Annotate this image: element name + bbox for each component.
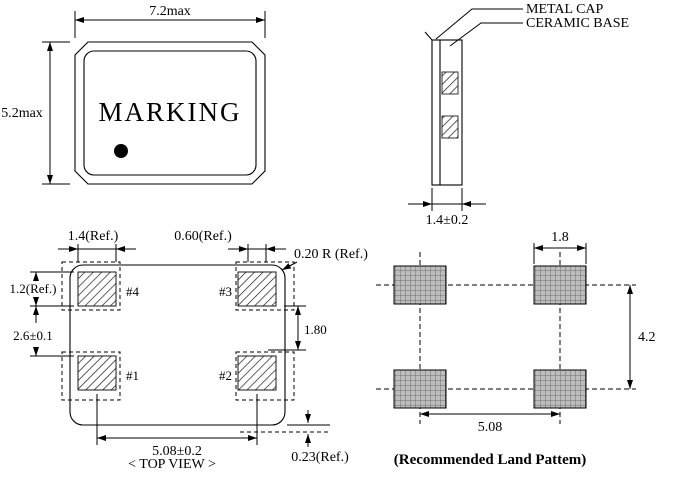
dim-edge-offset: 0.23(Ref.) bbox=[240, 410, 349, 465]
edge-strip-label: 0.60(Ref.) bbox=[174, 229, 232, 244]
land-pad-tl bbox=[393, 265, 447, 305]
pin1-dot bbox=[114, 144, 128, 158]
pad3-dashed bbox=[235, 261, 295, 311]
land-pad-bl bbox=[393, 369, 447, 409]
package-height-label: 5.2max bbox=[1, 106, 43, 121]
topview-outline bbox=[69, 264, 286, 426]
dim-inner-gap: 1.80 bbox=[268, 305, 327, 351]
dim-edge-strip: 0.60(Ref.) bbox=[174, 229, 286, 262]
pad3-label: #3 bbox=[219, 284, 232, 299]
land-row-pitch-label: 4.2 bbox=[638, 330, 656, 345]
marking-text: MARKING bbox=[98, 97, 241, 127]
dim-package-width: 7.2max bbox=[74, 4, 266, 38]
front-view: MARKING 7.2max 5.2max bbox=[1, 4, 266, 185]
side-pad-lower bbox=[441, 115, 459, 139]
land-pattern-caption: (Recommended Land Pattem) bbox=[394, 452, 586, 468]
pad2-hatch bbox=[237, 355, 277, 391]
dim-pad-gap: 2.6±0.1 bbox=[13, 306, 74, 357]
pad2-label: #2 bbox=[219, 368, 232, 383]
land-pad-width-label: 1.8 bbox=[551, 230, 569, 245]
pad4-label: #4 bbox=[126, 284, 140, 299]
thickness-label: 1.4±0.2 bbox=[426, 213, 469, 228]
dim-thickness: 1.4±0.2 bbox=[408, 188, 486, 228]
pad-gap-label: 2.6±0.1 bbox=[13, 328, 53, 343]
pad1-hatch bbox=[77, 355, 117, 391]
dim-land-row-pitch: 4.2 bbox=[627, 285, 656, 389]
metal-cap-leader bbox=[435, 8, 523, 40]
land-pad-tr bbox=[533, 265, 587, 305]
dim-land-col-pitch: 5.08 bbox=[420, 411, 560, 435]
pad1-dashed bbox=[61, 351, 121, 401]
cap-corner-line bbox=[424, 31, 433, 41]
pad-height-label: 1.2(Ref.) bbox=[10, 281, 57, 296]
dim-corner-radius: 0.20 R (Ref.) bbox=[281, 247, 368, 271]
inner-gap-label: 1.80 bbox=[304, 322, 327, 337]
corner-radius-label: 0.20 R (Ref.) bbox=[294, 247, 368, 262]
package-lid bbox=[83, 50, 257, 176]
ceramic-base-leader bbox=[449, 22, 523, 47]
pad2-dashed bbox=[235, 351, 295, 401]
dim-pad-height: 1.2(Ref.) bbox=[10, 271, 74, 307]
side-view: METAL CAP CERAMIC BASE 1.4±0.2 bbox=[408, 2, 629, 228]
dim-package-height: 5.2max bbox=[1, 41, 70, 185]
land-pad-br bbox=[533, 369, 587, 409]
pad-width-label: 1.4(Ref.) bbox=[68, 229, 119, 244]
land-pattern: 1.8 4.2 5.08 (Recommended Land Pattem) bbox=[376, 230, 656, 468]
pad4-hatch bbox=[77, 271, 117, 307]
land-col-pitch-label: 5.08 bbox=[478, 420, 503, 435]
edge-offset-label: 0.23(Ref.) bbox=[291, 450, 349, 465]
pad3-hatch bbox=[237, 271, 277, 307]
package-outline bbox=[74, 41, 266, 185]
dim-land-pad-width: 1.8 bbox=[533, 230, 587, 264]
pad4-dashed bbox=[61, 261, 121, 311]
top-view: #4 #3 #1 #2 1.4(Ref.) 0.60(Ref.) 0.20 R … bbox=[10, 229, 369, 472]
metal-cap-label: METAL CAP bbox=[526, 2, 604, 17]
pad-pitch-label: 5.08±0.2 bbox=[152, 444, 202, 459]
package-width-label: 7.2max bbox=[149, 4, 191, 19]
side-pad-upper bbox=[441, 71, 459, 95]
dim-pad-width: 1.4(Ref.) bbox=[58, 229, 136, 262]
side-body bbox=[431, 39, 463, 186]
pad1-label: #1 bbox=[126, 368, 139, 383]
ceramic-base-label: CERAMIC BASE bbox=[526, 16, 629, 31]
top-view-caption: < TOP VIEW > bbox=[128, 457, 216, 472]
dim-pad-pitch: 5.08±0.2 bbox=[96, 394, 258, 459]
